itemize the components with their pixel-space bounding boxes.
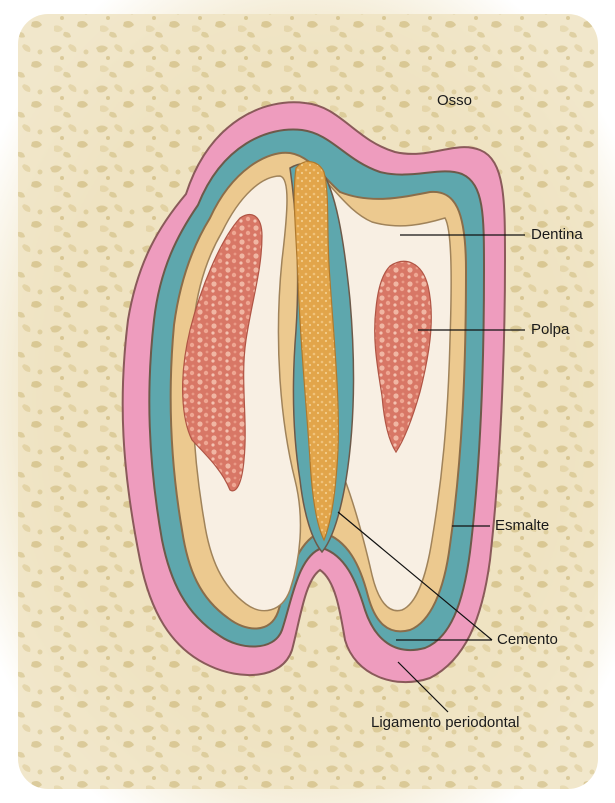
- label-enamel: Esmalte: [495, 517, 549, 535]
- label-bone: Osso: [437, 92, 472, 110]
- label-pulp: Polpa: [531, 321, 569, 339]
- label-dentin: Dentina: [531, 226, 583, 244]
- label-cementum: Cemento: [497, 631, 558, 649]
- label-periodontal-ligament: Ligamento periodontal: [371, 714, 519, 732]
